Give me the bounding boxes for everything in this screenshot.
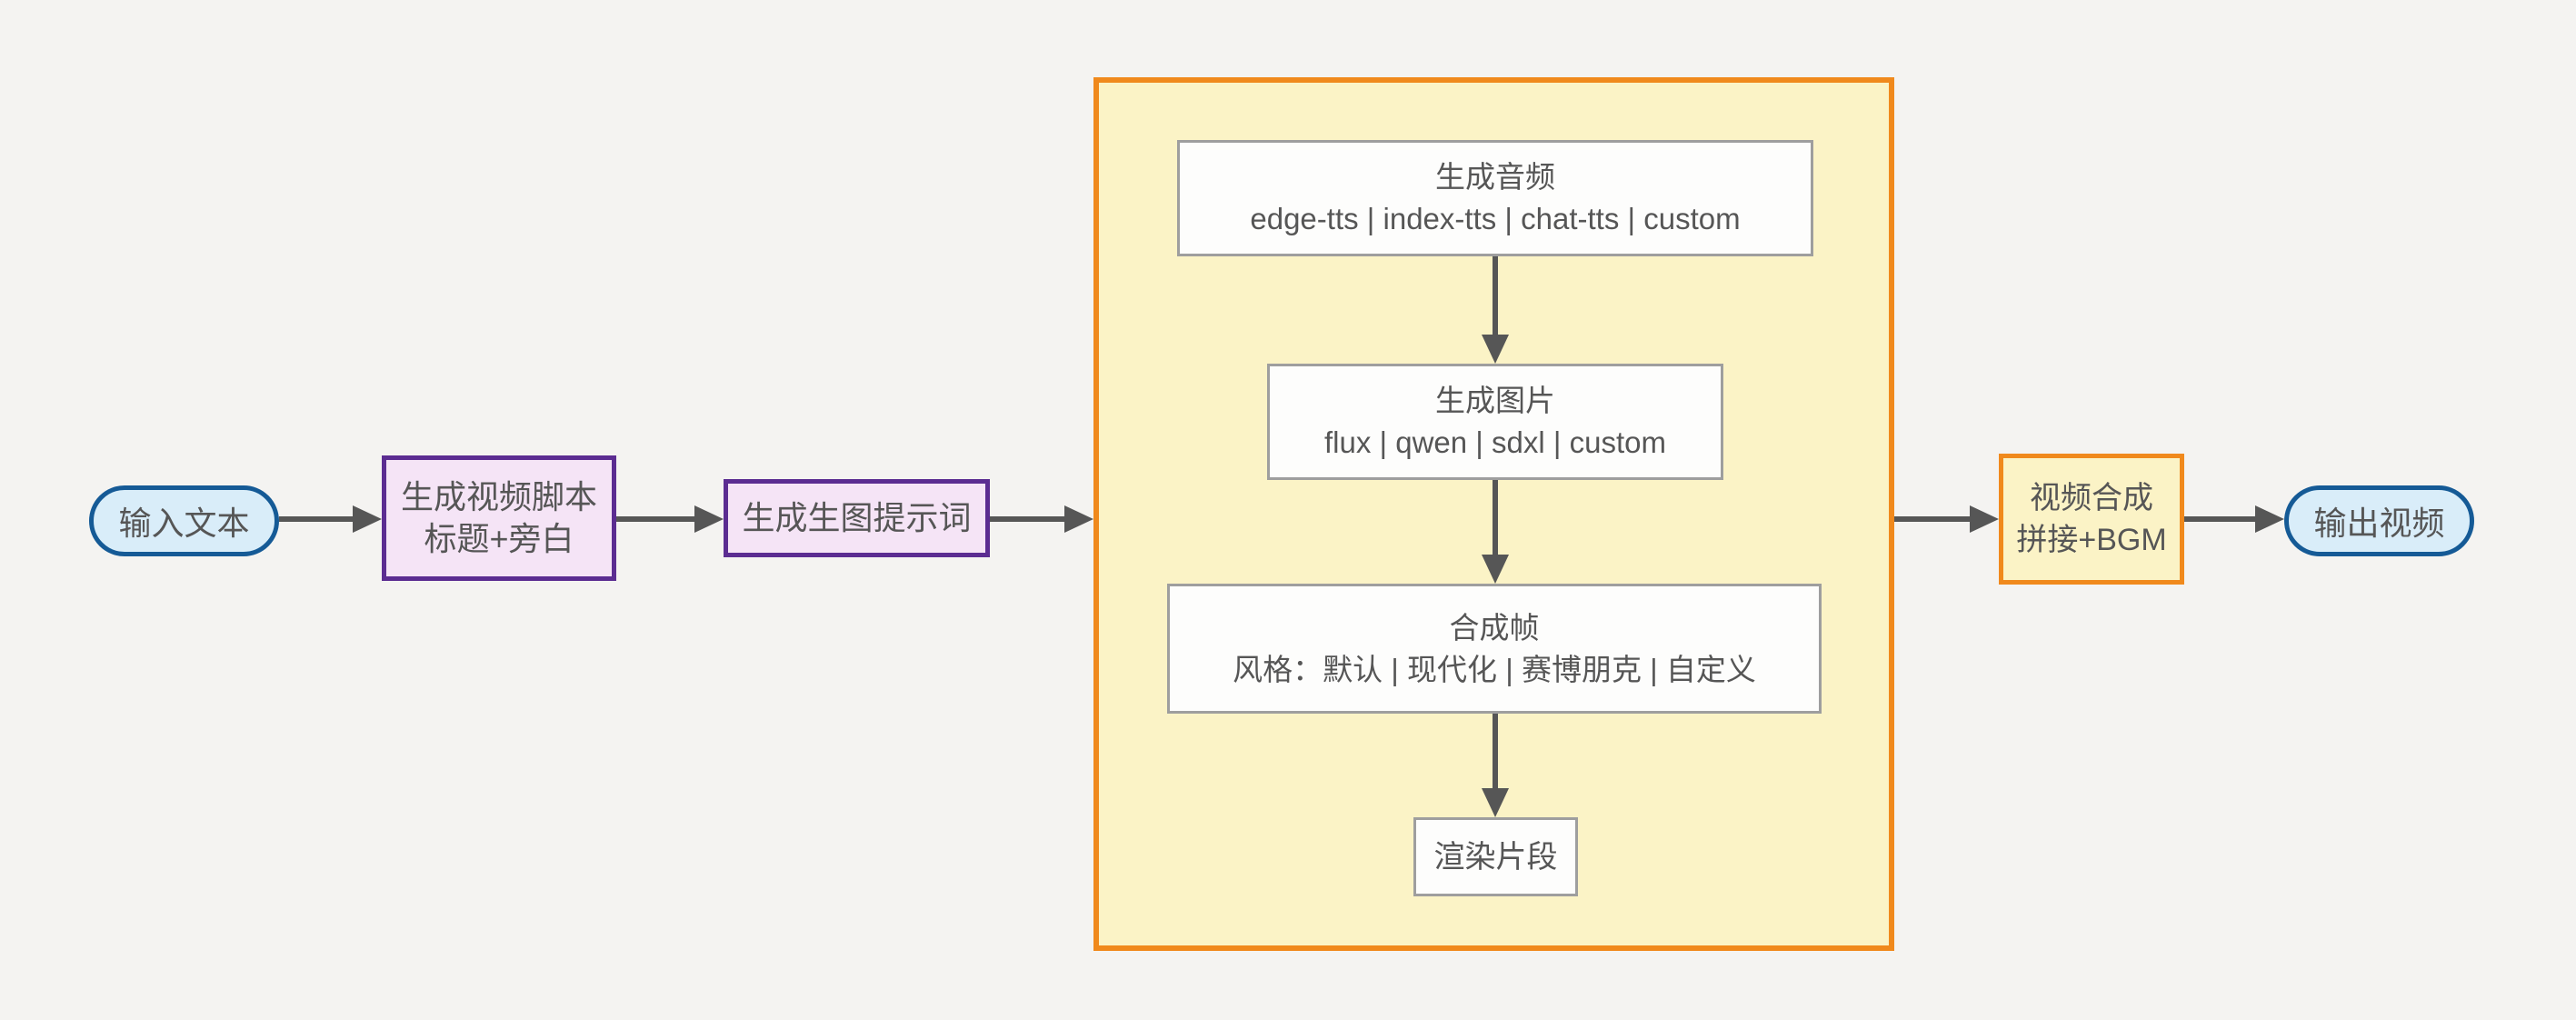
node-generate-audio-line1: 生成音频 [1435,160,1555,194]
node-input-text: 输入文本 [89,485,279,556]
arrow-script-to-prompt [616,505,724,533]
node-input-text-label: 输入文本 [118,505,250,542]
node-video-compose-line1: 视频合成 [2030,481,2153,515]
node-generate-image-line2: flux | qwen | sdxl | custom [1323,425,1667,459]
node-generate-script-line2: 标题+旁白 [424,520,574,557]
arrow-input-to-script [279,505,382,533]
node-video-compose: 视频合成 拼接+BGM [1999,454,2184,585]
node-generate-image-prompt-label: 生成生图提示词 [742,499,972,536]
node-compose-frame-line2: 风格：默认 | 现代化 | 赛博朋克 | 自定义 [1233,652,1756,686]
node-video-compose-line2: 拼接+BGM [2016,523,2167,557]
node-generate-audio: 生成音频 edge-tts | index-tts | chat-tts | c… [1177,140,1813,256]
node-compose-frame: 合成帧 风格：默认 | 现代化 | 赛博朋克 | 自定义 [1167,584,1822,714]
arrow-compose-to-output [2184,505,2284,533]
node-output-video: 输出视频 [2284,485,2474,556]
node-render-clip-label: 渲染片段 [1433,839,1558,875]
arrow-loop-to-compose [1894,505,1999,533]
node-generate-audio-line2: edge-tts | index-tts | chat-tts | custom [1250,202,1741,235]
node-generate-image-line1: 生成图片 [1435,384,1555,417]
node-generate-image-prompt: 生成生图提示词 [724,479,990,557]
arrow-prompt-to-loop [990,505,1093,533]
node-compose-frame-line1: 合成帧 [1449,610,1540,645]
node-generate-script-line1: 生成视频脚本 [400,478,597,515]
node-generate-script: 生成视频脚本 标题+旁白 [382,455,616,581]
node-output-video-label: 输出视频 [2313,505,2445,542]
node-generate-image: 生成图片 flux | qwen | sdxl | custom [1267,364,1723,480]
node-render-clip: 渲染片段 [1413,817,1578,896]
